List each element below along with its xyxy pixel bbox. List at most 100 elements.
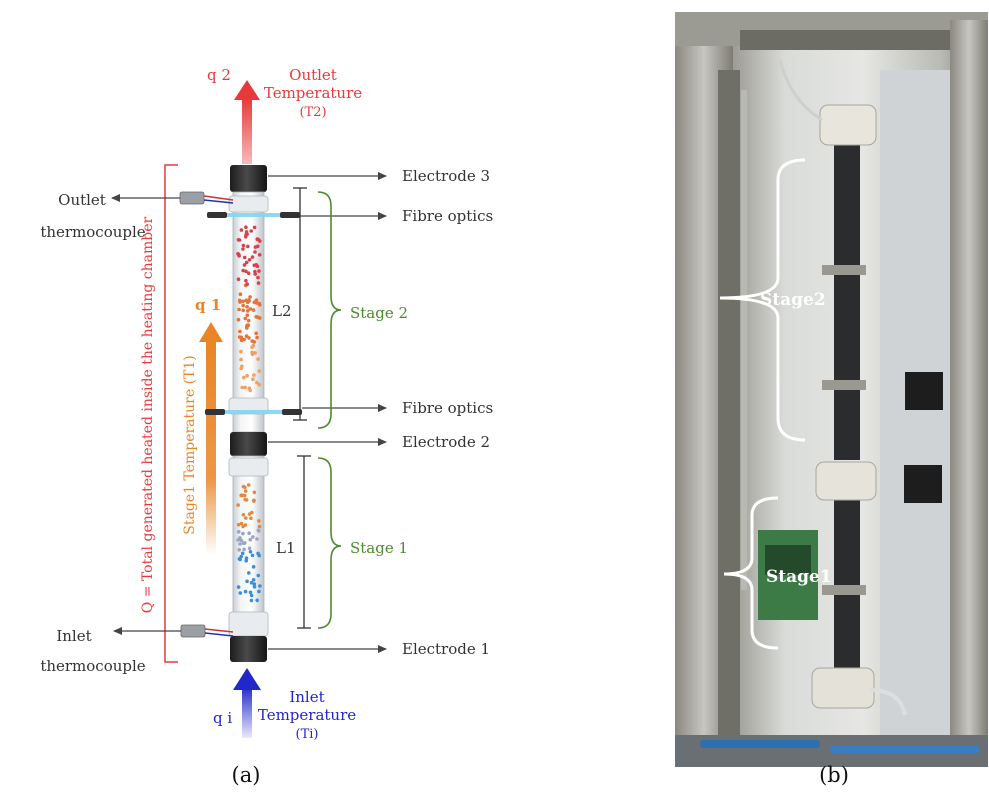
particle <box>247 258 252 262</box>
particle <box>256 357 260 361</box>
electrode-3-label: Electrode 3 <box>402 167 490 185</box>
particle <box>253 250 257 254</box>
total-heat-bracket <box>164 164 178 663</box>
particle <box>238 329 242 334</box>
particle <box>247 531 251 535</box>
particle <box>244 516 248 520</box>
particle <box>244 278 248 283</box>
particle <box>248 590 253 595</box>
particle <box>237 307 241 312</box>
particle <box>251 565 256 569</box>
particle <box>258 303 262 307</box>
particle <box>252 225 257 230</box>
particle <box>237 548 241 552</box>
inlet-temperature-label: Inlet Temperature (Ti) <box>258 688 356 742</box>
particle <box>236 530 241 534</box>
particle <box>236 522 241 527</box>
particle <box>252 263 257 268</box>
particle <box>244 334 249 339</box>
particle <box>250 255 255 259</box>
particle <box>246 309 250 313</box>
particle <box>236 317 241 322</box>
particle <box>242 263 247 267</box>
q1-label: q 1 <box>195 296 221 314</box>
particle <box>238 542 242 546</box>
particle <box>242 547 246 552</box>
particle <box>252 340 256 344</box>
particle <box>254 331 258 336</box>
particle <box>249 580 254 585</box>
particle <box>243 489 248 493</box>
particle <box>257 519 261 523</box>
particle <box>256 573 261 578</box>
particle <box>249 516 253 520</box>
particle <box>255 244 260 249</box>
particle <box>255 335 259 340</box>
particle <box>240 364 244 369</box>
photo-braces <box>719 158 806 650</box>
particle <box>257 253 262 257</box>
particle <box>253 351 257 355</box>
particle <box>238 591 243 595</box>
caption-a: (a) <box>232 763 261 787</box>
particle <box>242 375 246 380</box>
particle <box>245 313 250 318</box>
particle <box>239 335 244 340</box>
particle <box>243 385 247 390</box>
electrode-2-label: Electrode 2 <box>402 433 490 451</box>
particle <box>257 589 261 594</box>
particle <box>239 493 243 498</box>
particle <box>252 300 257 305</box>
particle <box>240 385 244 390</box>
particle <box>243 316 248 321</box>
qi-label: q i <box>213 709 232 727</box>
fibre-optics-top-label: Fibre optics <box>402 207 493 225</box>
particle <box>243 497 247 502</box>
particle <box>240 551 245 556</box>
particle <box>247 512 252 516</box>
particle <box>241 299 245 304</box>
particle <box>248 550 253 554</box>
particle <box>244 232 248 237</box>
total-heat-label: Q = Total generated heated inside the he… <box>140 216 156 613</box>
particle <box>241 531 245 536</box>
stage-braces <box>317 191 342 629</box>
particle <box>251 308 256 312</box>
l2-label: L2 <box>272 302 292 320</box>
outlet-thermocouple-line1: Outlet <box>58 191 106 209</box>
particle <box>252 490 257 495</box>
particle <box>236 585 241 589</box>
particle <box>236 277 241 282</box>
particle <box>243 541 247 545</box>
particle <box>243 523 248 527</box>
particle <box>241 484 246 489</box>
particle <box>249 229 253 233</box>
outlet-temperature-label: Outlet Temperature (T2) <box>264 66 362 120</box>
particle <box>247 571 251 575</box>
stage-2-label: Stage 2 <box>350 304 408 322</box>
particle <box>251 578 256 582</box>
particle <box>244 230 249 234</box>
particle <box>244 260 249 265</box>
particle <box>247 546 252 551</box>
inlet-thermocouple-line1: Inlet <box>56 627 91 645</box>
particle <box>255 237 260 241</box>
particle <box>251 377 255 382</box>
inlet-thermocouple <box>113 624 234 638</box>
inlet-temperature-line3: (Ti) <box>296 727 319 742</box>
particle <box>250 345 254 350</box>
particle <box>241 268 245 273</box>
inlet-thermocouple-line2: thermocouple <box>40 657 145 675</box>
particle <box>244 269 248 274</box>
particle <box>236 538 240 542</box>
inlet-arrow <box>233 668 261 738</box>
particle <box>236 503 240 507</box>
particle <box>250 553 255 558</box>
particle <box>248 537 252 542</box>
particle <box>245 305 249 309</box>
particle <box>239 338 244 343</box>
particle <box>252 582 257 586</box>
particle <box>246 318 251 323</box>
particle <box>239 228 244 232</box>
particle <box>253 269 257 274</box>
